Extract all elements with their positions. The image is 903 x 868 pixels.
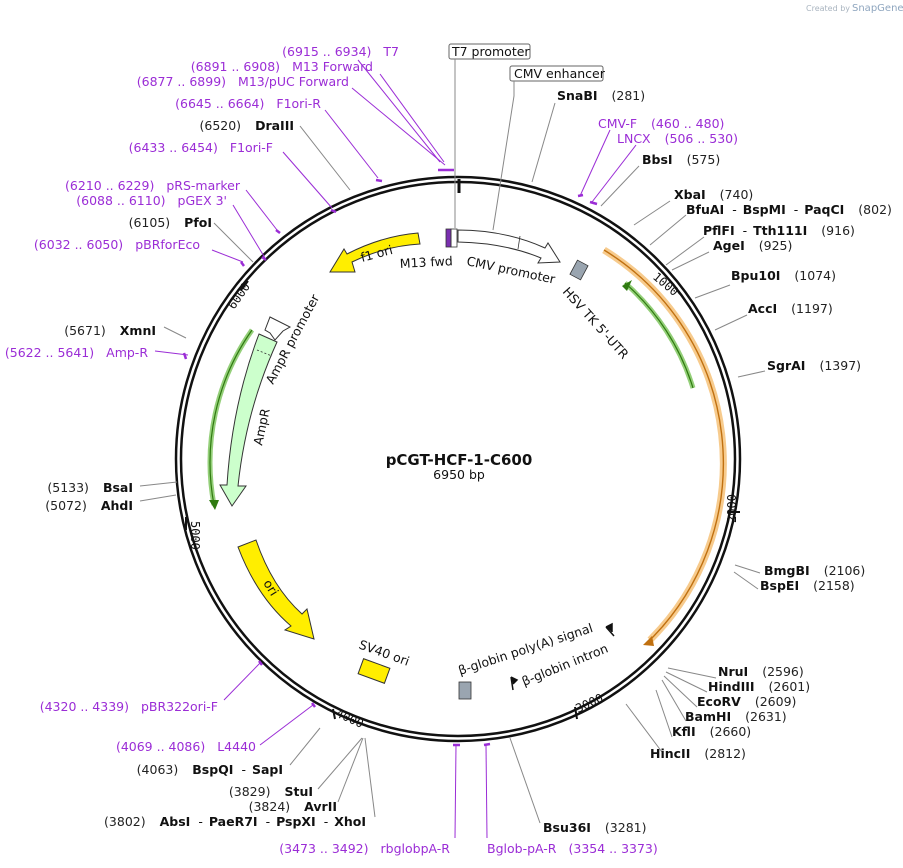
site-nrui: NruI(2596) [718,664,804,679]
insert-orange-arc [603,249,725,641]
tick-label-3000: 3000 [573,691,605,716]
plasmid-size: 6950 bp [433,467,485,482]
created-by-text: Created by [806,4,850,13]
site-snabi: SnaBI(281) [557,88,645,103]
primer-lncx: LNCX(506 .. 530) [617,131,738,146]
primer-l4440: (4069 .. 4086)L4440 [116,739,256,754]
cmv-enhancer-label: CMV enhancer [514,66,606,81]
site-hincii: HincII(2812) [650,746,746,761]
snapgene-logo: SnapGene [852,3,903,14]
primer-m13-puc-forward: (6877 .. 6899)M13/pUC Forward [137,74,349,89]
leader-lines [139,59,766,839]
primer-t7: (6915 .. 6934)T7 [282,44,399,59]
ampr-promoter-arrow [264,316,292,341]
site-agei: AgeI(925) [713,238,792,253]
t7-promoter-label: T7 promoter [451,44,530,59]
site-pflfi: PflFI-Tth111I(916) [703,223,855,238]
primer-bglob-pa-r: Bglob-pA-R(3354 .. 3373) [487,841,658,856]
m13-fwd-label: M13 fwd [399,253,453,271]
ori-arrow [237,539,315,640]
f1-ori-arrow [329,232,421,273]
site-acci: AccI(1197) [748,301,833,316]
primer-pbr322ori-f: (4320 .. 4339)pBR322ori-F [40,699,218,714]
hsv-tk-utr-label: HSV TK 5'-UTR [560,284,632,362]
site-bmgbi: BmgBI(2106) [764,563,865,578]
bglobin-polya-label: β-globin poly(A) signal [456,620,594,678]
site-absi: (3802)AbsI-PaeR7I-PspXI-XhoI [104,814,366,829]
site-kfli: KflI(2660) [672,724,751,739]
primer-prs-marker: (6210 .. 6229)pRS-marker [65,178,241,193]
primer-f1ori-r: (6645 .. 6664)F1ori-R [175,96,321,111]
site-bpu10i: Bpu10I(1074) [731,268,836,283]
site-pfoi: (6105)PfoI [129,215,212,230]
site-sgrai: SgrAI(1397) [767,358,861,373]
site-bspei: BspEI(2158) [760,578,855,593]
primer-pbrforeco: (6032 .. 6050)pBRforEco [34,237,200,252]
plasmid-name: pCGT-HCF-1-C600 [386,451,533,469]
site-bamhi: BamHI(2631) [685,709,787,724]
bglobin-intron-marker-b [605,622,615,637]
site-draiii: (6520)DraIII [199,118,294,133]
primer-m13-forward: (6891 .. 6908)M13 Forward [191,59,373,74]
green-orf-arc [624,282,694,389]
site-xmni: (5671)XmnI [64,323,156,338]
f1-ori-label: f1 ori [359,242,394,265]
sv40-ori-box [357,658,391,684]
cmv-promoter-arrow [457,229,561,264]
site-xbai: XbaI(740) [674,187,753,202]
site-hindiii: HindIII(2601) [708,679,810,694]
primer-ticks [182,168,598,747]
site-ahdi: (5072)AhdI [45,498,133,513]
site-bspqi: (4063)BspQI-SapI [137,762,283,777]
enzyme-labels-right: SnaBI(281) BbsI(575) XbaI(740) BfuAI-Bsp… [543,88,892,835]
ampr-promoter-label: AmpR promoter [262,291,322,386]
primer-f1ori-f: (6433 .. 6454)F1ori-F [129,140,273,155]
site-bbsi: BbsI(575) [642,152,720,167]
bglobin-polya-box [458,681,472,700]
site-bsai: (5133)BsaI [47,480,133,495]
bglobin-intron-marker-a [510,676,519,691]
site-avrii: (3824)AvrII [249,799,337,814]
primer-rbglobpa-r: (3473 .. 3492)rbglobpA-R [279,841,450,856]
site-bfuai: BfuAI-BspMI-PaqCI(802) [686,202,892,217]
tick-label-2000: 2000 [725,494,739,523]
enzyme-labels-left: (3802)AbsI-PaeR7I-PspXI-XhoI (3824)AvrII… [45,118,366,829]
ampr-arrow [219,333,278,507]
ampr-label: AmpR [250,407,273,447]
t7-promoter-box [450,228,458,248]
tick-label-5000: 5000 [188,521,202,550]
hsv-tk-utr-box [569,259,589,281]
primer-amp-r: (5622 .. 5641)Amp-R [5,345,148,360]
ampr-orf-arc [209,329,253,506]
primer-cmv-f: CMV-F(460 .. 480) [598,116,724,131]
site-bsu36i: Bsu36I(3281) [543,820,647,835]
primer-labels: (6915 .. 6934)T7 (6891 .. 6908)M13 Forwa… [5,44,738,856]
site-ecorv: EcoRV(2609) [697,694,796,709]
backbone-outer-ring [174,175,742,743]
primer-pgex3: (6088 .. 6110)pGEX 3' [76,193,227,208]
m13-fwd-box [445,228,452,248]
ori-label: ori [260,577,281,599]
site-stui: (3829)StuI [229,784,313,799]
tick-label-4000: 4000 [334,706,366,731]
